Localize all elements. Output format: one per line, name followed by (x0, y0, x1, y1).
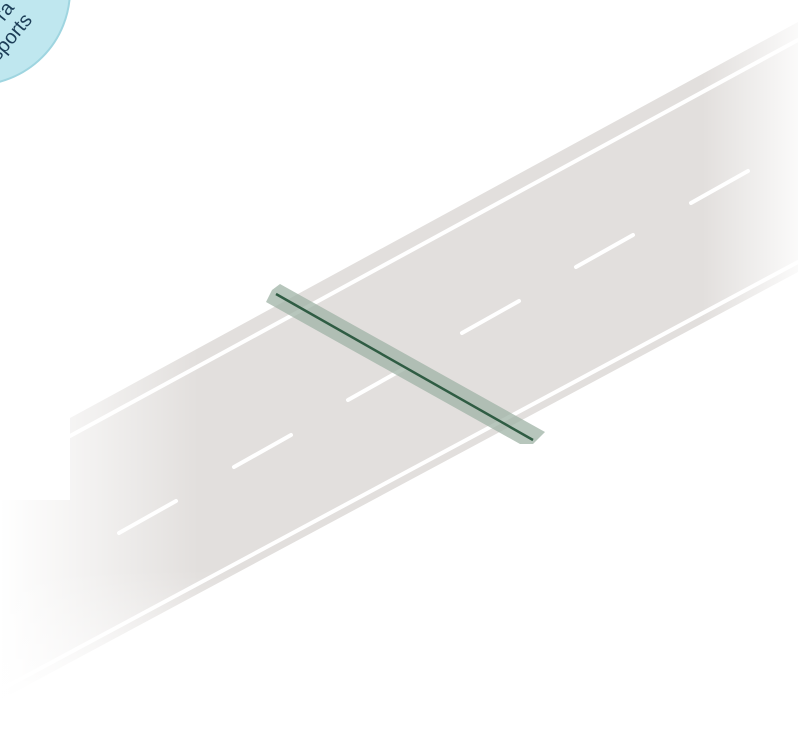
crossing-bar-band (266, 284, 545, 444)
seal-logo: ra sports (0, 0, 71, 83)
seal-circle (0, 0, 71, 83)
crossing-bar-line (275, 292, 534, 442)
